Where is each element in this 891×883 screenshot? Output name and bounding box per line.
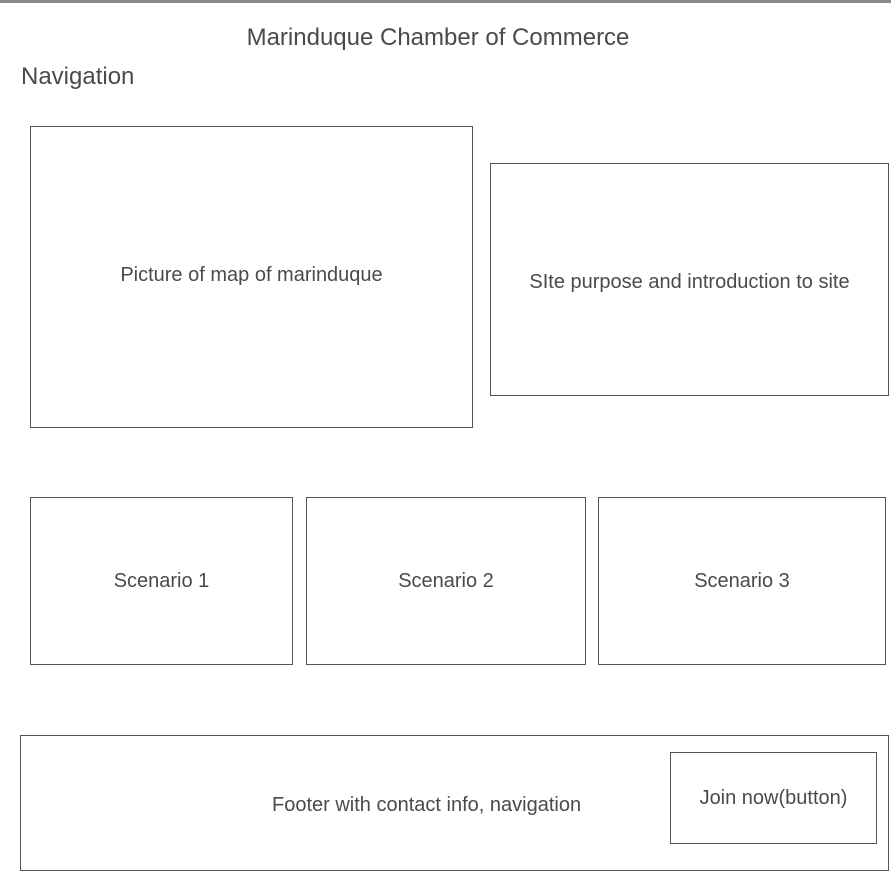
scenario-card-1[interactable]: Scenario 1 bbox=[30, 497, 293, 665]
navigation-placeholder[interactable]: Navigation bbox=[21, 63, 135, 90]
scenario-label: Scenario 1 bbox=[113, 570, 210, 592]
scenario-label: Scenario 2 bbox=[398, 570, 494, 592]
join-now-label: Join now(button) bbox=[699, 787, 848, 809]
top-divider bbox=[0, 0, 891, 3]
scenario-card-3[interactable]: Scenario 3 bbox=[598, 497, 886, 665]
footer-text: Footer with contact info, navigation bbox=[272, 794, 582, 816]
join-now-button[interactable]: Join now(button) bbox=[670, 752, 877, 844]
map-image-placeholder: Picture of map of marinduque bbox=[30, 126, 473, 428]
map-placeholder-label: Picture of map of marinduque bbox=[120, 264, 383, 286]
site-intro-placeholder: SIte purpose and introduction to site bbox=[490, 163, 889, 396]
scenario-label: Scenario 3 bbox=[694, 570, 790, 592]
footer: Footer with contact info, navigation Joi… bbox=[20, 735, 889, 871]
page-title: Marinduque Chamber of Commerce bbox=[246, 24, 630, 51]
scenario-card-2[interactable]: Scenario 2 bbox=[306, 497, 586, 665]
intro-placeholder-label: SIte purpose and introduction to site bbox=[529, 270, 850, 293]
